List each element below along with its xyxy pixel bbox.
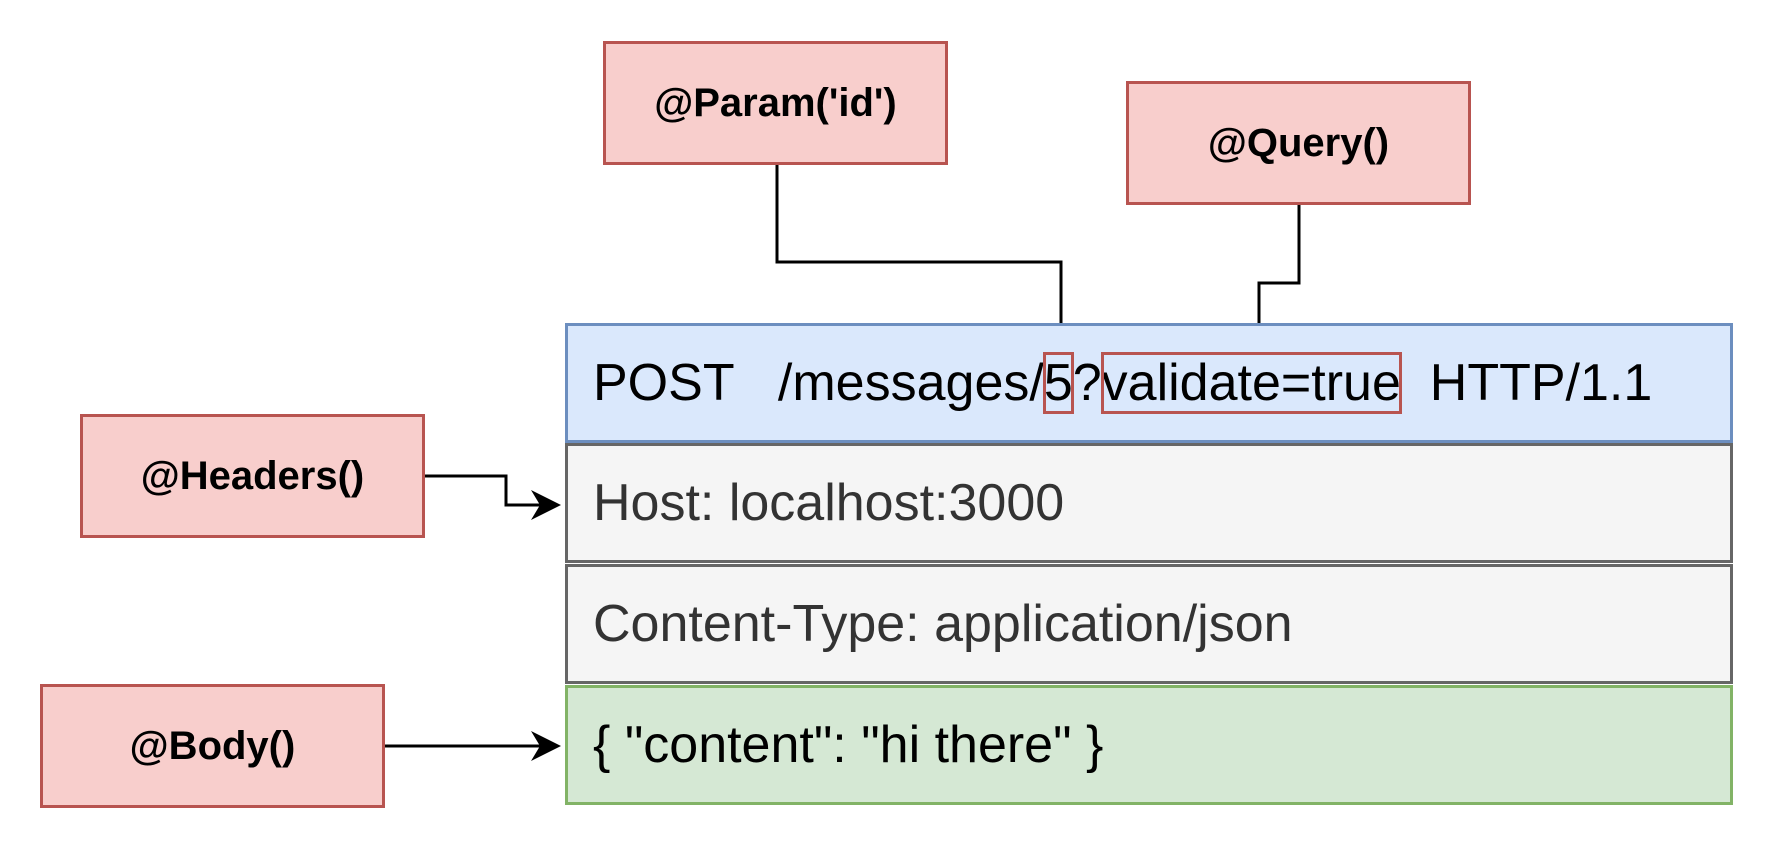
param-arrow (775, 165, 1076, 355)
query-decorator: @Query() (1126, 81, 1471, 205)
host-header: Host: localhost:3000 (593, 474, 1065, 532)
content-type-header-row: Content-Type: application/json (565, 564, 1733, 684)
content-type-header: Content-Type: application/json (593, 595, 1293, 653)
host-header-row: Host: localhost:3000 (565, 443, 1733, 563)
request-method: POST (593, 354, 735, 412)
path-param-id: 5 (1042, 352, 1074, 414)
param-decorator: @Param('id') (603, 41, 948, 165)
query-separator: ? (1072, 354, 1102, 412)
query-string: validate=true (1100, 352, 1402, 414)
http-version: HTTP/1.1 (1429, 354, 1653, 412)
request-body-row: { "content": "hi there" } (565, 685, 1733, 805)
body-decorator: @Body() (40, 684, 385, 808)
headers-decorator: @Headers() (80, 414, 425, 538)
request-body: { "content": "hi there" } (593, 716, 1104, 774)
headers-arrow (425, 474, 561, 520)
request-path: /messages/ (777, 354, 1044, 412)
request-line: POST /messages/5?validate=true HTTP/1.1 (565, 323, 1733, 443)
query-arrow (1244, 204, 1301, 355)
